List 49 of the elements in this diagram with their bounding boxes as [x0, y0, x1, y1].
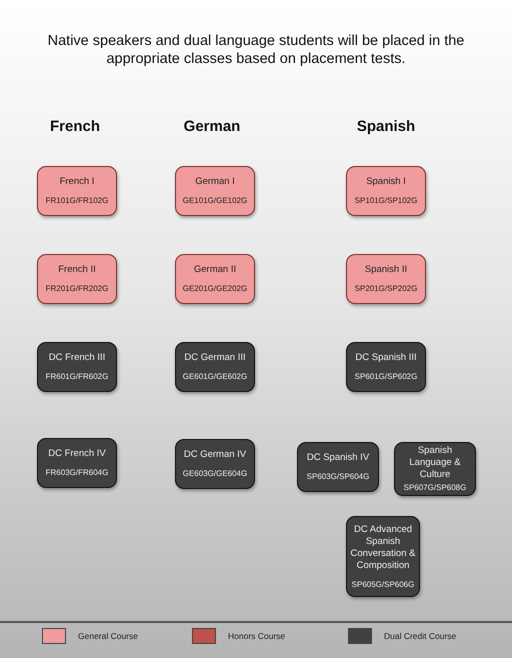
legend-label: Honors Course [228, 630, 286, 642]
course-name: DC Spanish IV [306, 452, 370, 464]
course-name: DC German III [184, 352, 246, 364]
course-box [37, 254, 117, 304]
column-heading: German [184, 118, 240, 135]
course-code: SP603G/SP604G [306, 472, 370, 482]
course-name: Spanish II [364, 264, 408, 276]
course-box [37, 438, 117, 488]
legend-label: Dual Credit Course [384, 630, 456, 642]
course-code: FR101G/FR102G [46, 196, 108, 206]
course-name: German I [195, 176, 235, 188]
course-name: Spanish Language & Culture [408, 445, 462, 481]
course-name: DC Advanced Spanish Conversation & Composition [350, 524, 416, 572]
course-code: FR603G/FR604G [46, 468, 108, 478]
course-code: SP605G/SP606G [352, 580, 414, 590]
column-heading: Spanish [356, 118, 416, 135]
course-code: FR601G/FR602G [46, 372, 108, 382]
course-box [346, 516, 420, 597]
course-box [394, 442, 476, 496]
course-name: French II [58, 264, 96, 276]
course-name: DC French III [48, 352, 106, 364]
course-box [175, 342, 255, 392]
course-code: FR201G/FR202G [46, 284, 108, 294]
course-code: SP201G/SP202G [354, 284, 418, 294]
course-box [297, 442, 379, 492]
course-name: French I [60, 176, 94, 188]
course-code: SP601G/SP602G [354, 372, 418, 382]
course-name: Spanish I [366, 176, 406, 188]
course-box [37, 166, 117, 216]
title: Native speakers and dual language students will be placed in the appropriate classes based on placement tests. [46, 32, 466, 68]
course-code: SP101G/SP102G [354, 196, 418, 206]
course-code: GE101G/GE102G [182, 196, 248, 206]
course-box [346, 166, 426, 216]
course-name: German II [194, 264, 236, 276]
course-box [346, 342, 426, 392]
course-code: GE603G/GE604G [182, 469, 248, 479]
course-box [175, 439, 255, 489]
legend-label: General Course [78, 630, 138, 642]
course-code: GE201G/GE202G [182, 284, 248, 294]
course-box [175, 254, 255, 304]
course-box [175, 166, 255, 216]
course-name: DC German IV [184, 449, 246, 461]
course-name: DC French IV [48, 448, 106, 460]
course-box [346, 254, 426, 304]
course-code: SP607G/SP608G [404, 483, 466, 493]
course-box [37, 342, 117, 392]
course-name: DC Spanish III [355, 352, 417, 364]
course-code: GE601G/GE602G [182, 372, 248, 382]
column-heading: French [50, 118, 100, 135]
